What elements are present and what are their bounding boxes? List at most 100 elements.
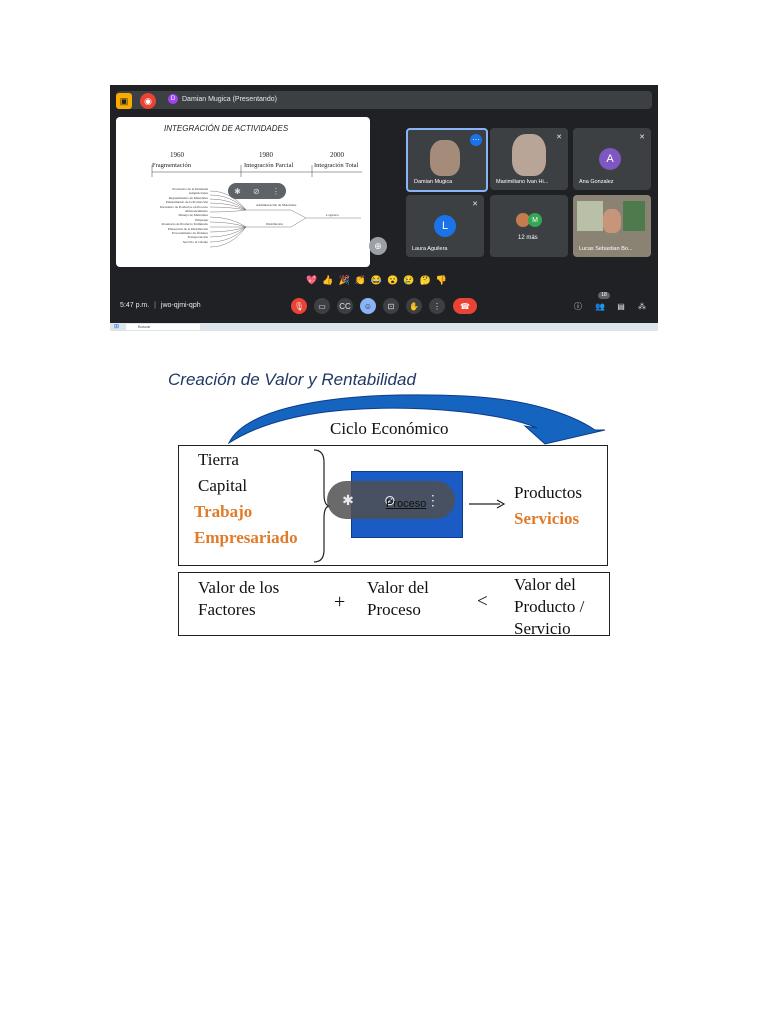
present-button[interactable]: ⊡ — [383, 298, 399, 314]
more-options-icon[interactable]: ⋮ — [271, 186, 280, 196]
participant-tile-damian[interactable]: ⋯ Damian Mugica — [406, 128, 488, 192]
value-equation-box — [178, 572, 610, 636]
value-product: Valor del Producto / Servicio — [514, 575, 585, 638]
output-arrow — [469, 499, 506, 509]
avatar: M — [528, 213, 542, 227]
participant-tile-laura[interactable]: L ✕ Laura Aguilera — [406, 195, 484, 257]
participant-tile-lucas[interactable]: Lucas Sebastian Bo... — [573, 195, 651, 257]
value-process: Valor del Proceso — [367, 578, 429, 619]
laugh-emoji[interactable]: 😂 — [370, 275, 383, 285]
reactions-button[interactable]: ☺ — [360, 298, 376, 314]
more-options-icon[interactable]: ⋮ — [425, 491, 440, 508]
top-bar — [116, 91, 652, 109]
recording-icon[interactable]: ◉ — [140, 93, 156, 109]
stage-partial: Integración Parcial — [244, 162, 294, 169]
end-call-button[interactable]: ☎ — [453, 298, 477, 314]
cycle-arrow — [227, 394, 606, 445]
thinking-emoji[interactable]: 🤔 — [419, 275, 431, 285]
process-box — [178, 445, 608, 566]
captions-button[interactable]: CC — [337, 298, 353, 314]
factor-labor: Trabajo — [194, 502, 253, 521]
camera-button[interactable]: ▭ — [314, 298, 330, 314]
participant-name: Damian Mugica — [414, 179, 453, 185]
sad-emoji[interactable]: 😢 — [403, 275, 415, 285]
plus-sign: + — [334, 591, 346, 613]
participant-name: Ana Gonzalez — [579, 179, 614, 185]
surprised-emoji[interactable]: 😮 — [387, 275, 399, 285]
avatar: L — [434, 215, 456, 237]
year-1980: 1980 — [259, 151, 273, 159]
people-icon[interactable]: 👥 — [595, 301, 605, 311]
raise-hand-button[interactable]: ✋ — [406, 298, 422, 314]
stage-total: Integración Total — [314, 162, 359, 169]
presenter-indicator: D Damian Mugica (Presentando) — [168, 94, 277, 104]
process-label: Proceso — [386, 498, 427, 510]
factor-land: Tierra — [198, 450, 239, 469]
zoom-icon[interactable]: ⊕ — [369, 237, 387, 255]
activities-icon[interactable]: ⁂ — [638, 301, 646, 311]
cycle-label: Ciclo Económico — [330, 419, 449, 438]
stage-fragmentation: Fragmentación — [152, 162, 191, 169]
thumbs-up-emoji[interactable]: 👍 — [322, 275, 334, 285]
more-options-icon[interactable]: ⋯ — [470, 134, 482, 146]
value-factors: Valor de los Factores — [198, 578, 280, 619]
more-options-button[interactable]: ⋮ — [429, 298, 445, 314]
branch-logistics: Logística — [326, 213, 339, 217]
mute-icon[interactable]: ⊘ — [383, 491, 396, 508]
thumbs-down-emoji[interactable]: 👎 — [435, 275, 447, 285]
participant-name: Laura Aguilera — [412, 246, 448, 252]
participant-name: Lucas Sebastian Bo... — [579, 246, 633, 252]
mic-off-icon: ✕ — [472, 201, 478, 208]
shared-slide: INTEGRACIÓN DE ACTIVIDADES 1960 1980 200… — [116, 117, 387, 267]
stop-presenting-icon[interactable]: ▣ — [116, 93, 132, 109]
participant-video — [512, 134, 546, 176]
video-controls-overlay[interactable]: ✱ ⊘ ⋮ — [327, 481, 455, 519]
meet-screenshot: ▣ ◉ D Damian Mugica (Presentando) INTEGR… — [110, 85, 658, 331]
meeting-code[interactable]: jwo-qjmi-qph — [160, 302, 201, 309]
taskbar-search[interactable]: Buscar — [126, 324, 200, 330]
mic-off-icon: ✕ — [639, 134, 645, 141]
participant-video — [603, 209, 621, 233]
year-2000: 2000 — [330, 151, 344, 159]
year-1960: 1960 — [170, 151, 184, 159]
slide-controls-overlay[interactable]: ✱ ⊘ ⋮ — [228, 183, 286, 199]
avatar — [516, 213, 530, 227]
participant-video — [430, 140, 460, 176]
pin-icon[interactable]: ✱ — [342, 491, 354, 508]
participant-tile-more[interactable]: M 12 más — [490, 195, 568, 257]
output-products: Productos — [514, 483, 582, 502]
background-shelf — [577, 201, 603, 231]
slide2-title: Creación de Valor y Rentabilidad — [168, 370, 416, 389]
meeting-info: 5:47 p.m. | jwo-qjmi-qph — [120, 302, 201, 309]
factor-capital: Capital — [198, 476, 248, 495]
participant-name: 12 más — [518, 235, 538, 241]
clap-emoji[interactable]: 👏 — [354, 275, 366, 285]
party-emoji[interactable]: 🎉 — [338, 275, 350, 285]
meeting-time: 5:47 p.m. — [120, 302, 150, 309]
mic-off-icon: ✕ — [556, 134, 562, 141]
info-icon[interactable]: ⓘ — [574, 301, 582, 311]
activity-list: Pronóstico de la Demanda Adquisiciones R… — [159, 187, 208, 244]
chat-icon[interactable]: ▤ — [617, 301, 625, 311]
integration-diagram — [151, 165, 362, 248]
participant-tile-maximiliano[interactable]: ✕ Maximiliano Ivan Hi... — [490, 128, 568, 190]
participant-tile-ana[interactable]: A ✕ Ana Gonzalez — [573, 128, 651, 190]
branch-materials: Administración de Materiales — [256, 203, 297, 207]
separator: | — [154, 302, 156, 309]
participant-name: Maximiliano Ivan Hi... — [496, 179, 549, 185]
presenter-avatar: D — [168, 94, 178, 104]
mic-off-button[interactable]: 🎙 — [291, 298, 307, 314]
presenter-label: Damian Mugica (Presentando) — [182, 95, 277, 103]
heart-emoji[interactable]: 💖 — [306, 275, 318, 285]
pin-icon[interactable]: ✱ — [234, 186, 241, 196]
mute-icon[interactable]: ⊘ — [252, 186, 260, 196]
output-services: Servicios — [514, 509, 580, 528]
avatar: A — [599, 148, 621, 170]
windows-icon[interactable]: ⊞ — [114, 324, 120, 330]
factor-entrepreneurship: Empresariado — [194, 528, 298, 547]
os-taskbar: ⊞ Buscar — [110, 323, 658, 331]
branch-distribution: Distribución — [266, 222, 283, 226]
participants-count-badge: 18 — [598, 292, 610, 299]
slide-title: INTEGRACIÓN DE ACTIVIDADES — [164, 124, 289, 133]
background-plant — [623, 201, 645, 231]
